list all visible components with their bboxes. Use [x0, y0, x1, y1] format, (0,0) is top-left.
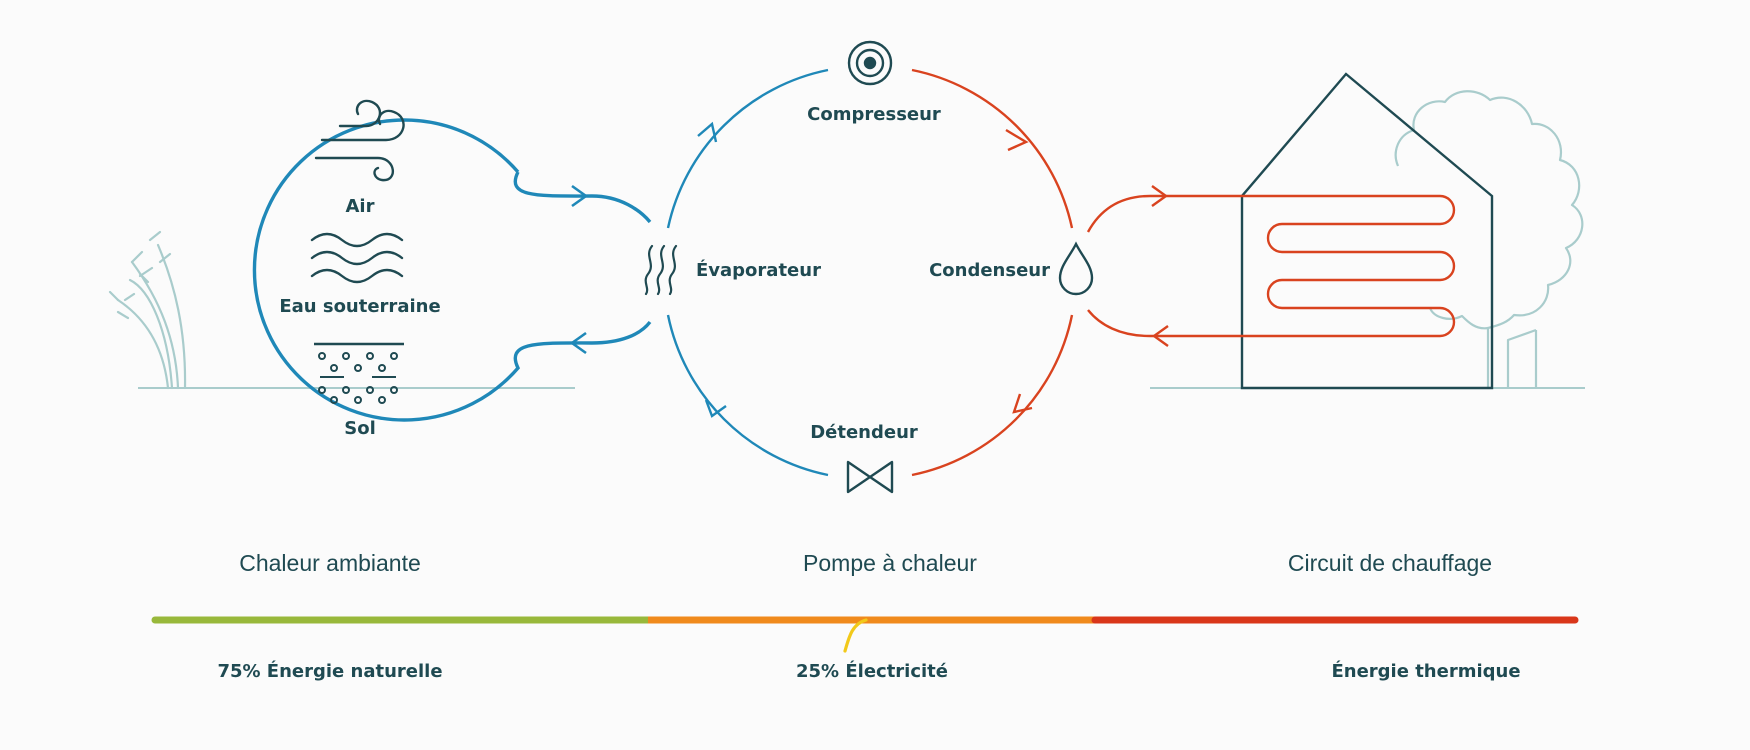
cycle-left-arrow: [704, 399, 727, 418]
evaporator-icon: [644, 244, 678, 296]
ambient-out-arrow: [569, 331, 587, 355]
cycle-back-arrow: [1012, 393, 1033, 414]
source-soil-label: Sol: [344, 418, 376, 439]
compressor-label: Compresseur: [807, 104, 941, 125]
section-heat-pump: Pompe à chaleur: [803, 550, 977, 576]
grass-icon: [108, 230, 187, 390]
evaporator-label: Évaporateur: [696, 259, 821, 281]
expansion-valve-icon: [846, 460, 894, 494]
heating-return-pipe: [1087, 309, 1242, 338]
tree-icon: [1394, 90, 1584, 388]
wind-icon: [314, 99, 405, 182]
heating-coil: [1240, 194, 1456, 338]
cycle-hot-arc: [911, 68, 1074, 477]
cycle-up-arrow: [697, 121, 718, 143]
source-groundwater-label: Eau souterraine: [279, 296, 440, 317]
soil-icon: [314, 342, 404, 404]
ambient-heat-loop: [252, 118, 652, 422]
cycle-down-arrow: [1005, 128, 1029, 152]
electricity-input-line: [843, 618, 868, 653]
compressor-icon: [847, 40, 893, 86]
source-air-label: Air: [346, 196, 375, 217]
heating-supply-pipe: [1086, 194, 1242, 233]
cycle-cold-arc: [666, 68, 829, 477]
droplet-icon: [1058, 241, 1094, 296]
return-arrow: [1151, 325, 1169, 347]
expansion-valve-label: Détendeur: [810, 422, 918, 443]
condenser-label: Condenseur: [929, 260, 1050, 281]
energy-thermal-label: Énergie thermique: [1331, 661, 1521, 682]
ambient-in-arrow: [571, 184, 589, 208]
supply-arrow: [1151, 185, 1169, 207]
house-icon: [1240, 72, 1494, 390]
energy-electricity-label: 25% Électricité: [796, 661, 948, 682]
section-ambient-heat: Chaleur ambiante: [239, 550, 421, 576]
section-heating-circuit: Circuit de chauffage: [1287, 550, 1493, 576]
energy-natural-label: 75% Énergie naturelle: [217, 661, 443, 682]
waves-icon: [310, 232, 404, 284]
